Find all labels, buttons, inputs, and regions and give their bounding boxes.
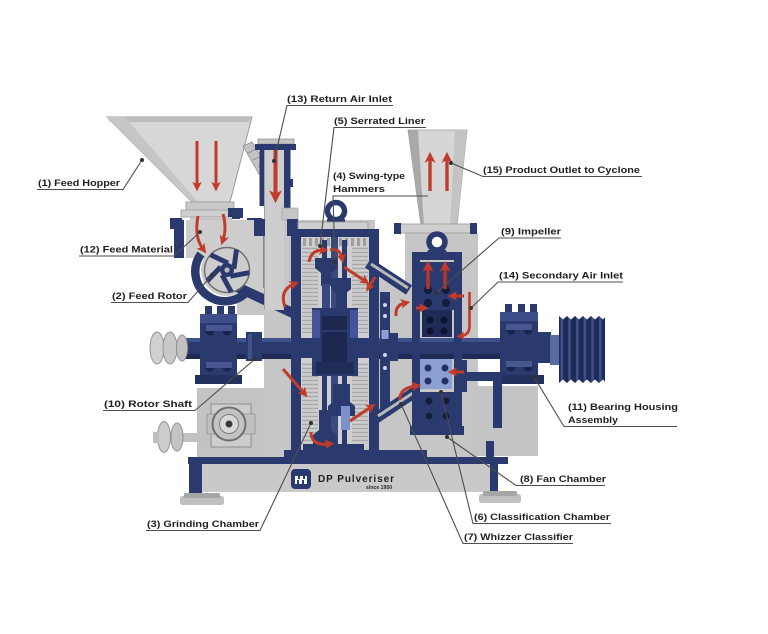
svg-text:(2) Feed Rotor: (2) Feed Rotor xyxy=(112,291,187,302)
svg-text:(14) Secondary Air Inlet: (14) Secondary Air Inlet xyxy=(499,271,624,282)
svg-text:(15) Product Outlet to Cyclone: (15) Product Outlet to Cyclone xyxy=(483,165,640,176)
svg-text:DP Pulveriser: DP Pulveriser xyxy=(318,474,394,485)
svg-text:(10) Rotor Shaft: (10) Rotor Shaft xyxy=(104,399,193,410)
svg-text:since 1950: since 1950 xyxy=(366,485,392,491)
svg-text:(9) Impeller: (9) Impeller xyxy=(501,227,561,238)
svg-text:Assembly: Assembly xyxy=(568,415,619,426)
svg-text:(4) Swing-type: (4) Swing-type xyxy=(333,171,405,182)
svg-text:(13) Return Air Inlet: (13) Return Air Inlet xyxy=(287,94,393,105)
svg-text:(8) Fan Chamber: (8) Fan Chamber xyxy=(520,474,606,485)
svg-text:Hammers: Hammers xyxy=(333,184,385,195)
svg-text:(1) Feed Hopper: (1) Feed Hopper xyxy=(38,178,120,189)
svg-text:(5) Serrated Liner: (5) Serrated Liner xyxy=(334,116,425,127)
svg-text:(7) Whizzer Classifier: (7) Whizzer Classifier xyxy=(464,532,573,543)
svg-text:(12) Feed Material: (12) Feed Material xyxy=(80,245,173,256)
svg-text:(6) Classification Chamber: (6) Classification Chamber xyxy=(474,512,610,523)
svg-text:(3) Grinding Chamber: (3) Grinding Chamber xyxy=(147,519,259,530)
svg-text:(11) Bearing Housing: (11) Bearing Housing xyxy=(568,402,678,413)
